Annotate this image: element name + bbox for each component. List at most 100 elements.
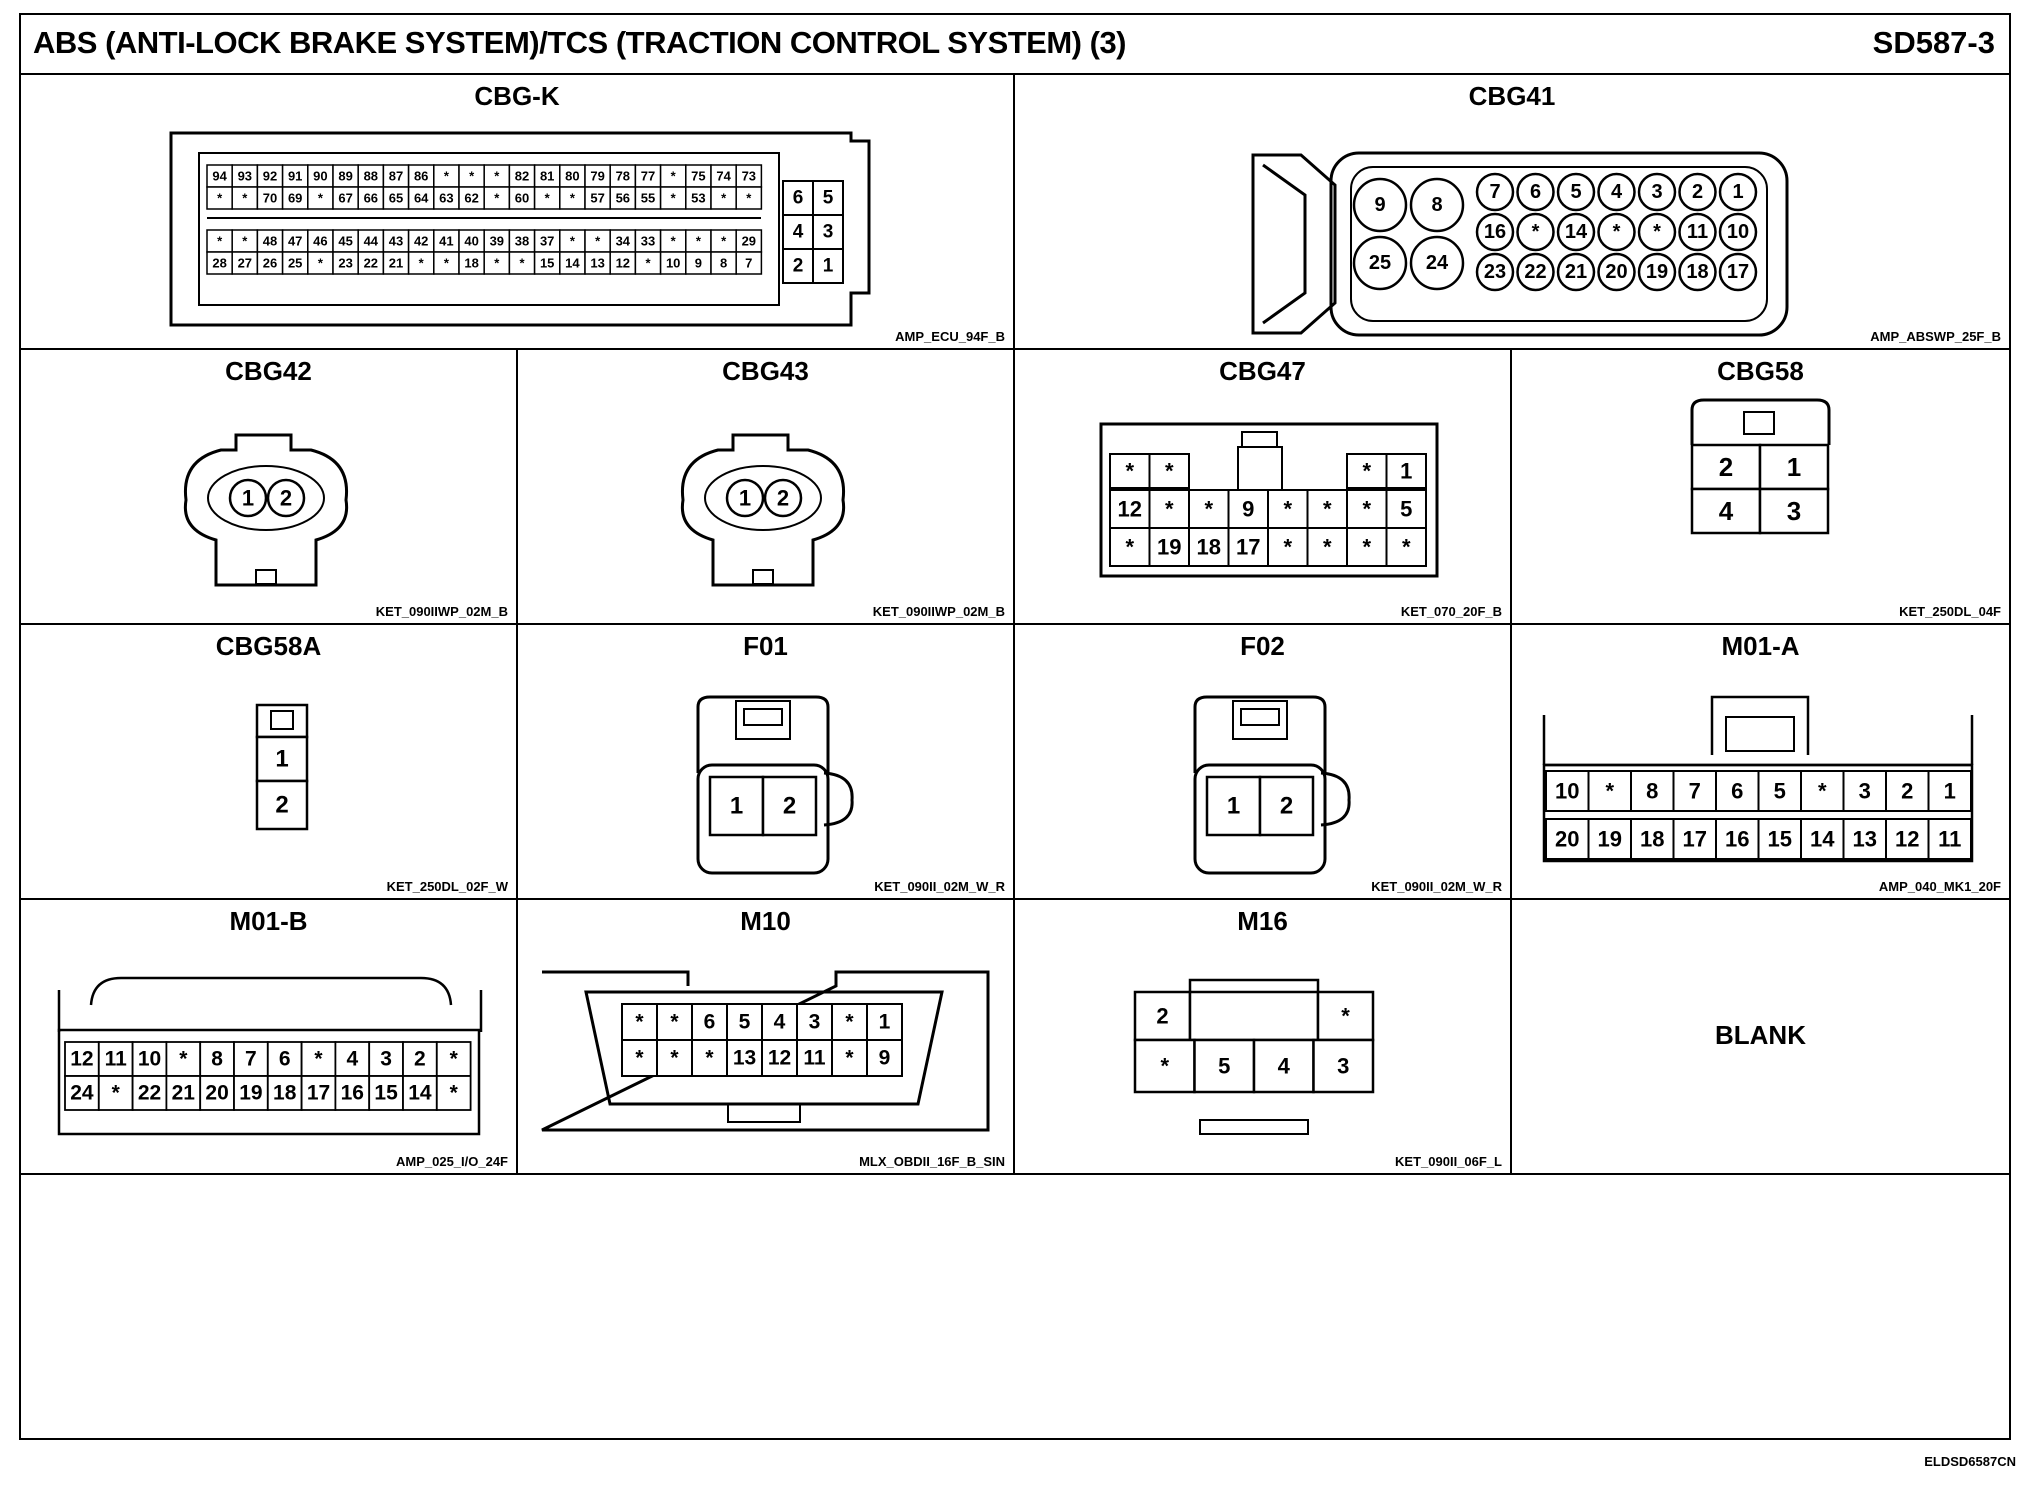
pin-cell: *: [206, 186, 233, 210]
pin-cell: 27: [231, 251, 259, 275]
pin-label: 12: [768, 1047, 791, 1070]
pin-label: 5: [1570, 181, 1581, 203]
pin-label: *: [444, 256, 450, 271]
footer-code: ELDSD6587CN: [1924, 1454, 2016, 1469]
page-title: ABS (ANTI-LOCK BRAKE SYSTEM)/TCS (TRACTI…: [33, 25, 1127, 60]
pin-cell: 19: [1587, 818, 1632, 860]
housing-inner: [584, 990, 944, 1106]
pin-cell: 2: [1133, 990, 1192, 1042]
pin-label: *: [845, 1011, 854, 1034]
pin-label: 25: [1369, 252, 1391, 274]
pin-label: 1: [242, 486, 254, 511]
pin-label: 4: [1719, 496, 1734, 526]
pin-cell: 82: [508, 164, 536, 188]
pin-cell: 25: [1352, 235, 1408, 291]
pin-cell: 74: [710, 164, 737, 188]
pin-cell: 14: [1556, 212, 1596, 252]
pin-label: 73: [742, 169, 756, 184]
pin-label: *: [1362, 535, 1371, 560]
pin-label: 34: [616, 234, 631, 249]
pin-label: 17: [1236, 535, 1260, 560]
pin-cell: 7: [1475, 172, 1515, 212]
connector-part-code: AMP_025_I/O_24F: [395, 1154, 508, 1169]
pin-label: 16: [1484, 221, 1506, 243]
pin-label: 40: [464, 234, 478, 249]
pin-cell: 28: [206, 251, 233, 275]
pin-label: 4: [774, 1011, 786, 1034]
pin-label: 79: [590, 169, 604, 184]
pin-cell: 9: [866, 1039, 903, 1077]
pin-cell: 8: [1630, 770, 1675, 812]
pin-cell: 64: [407, 186, 435, 210]
pin-label: 23: [338, 256, 352, 271]
pin-cell: 8: [710, 251, 737, 275]
pin-cell: 1: [1758, 443, 1830, 491]
pin-label: 60: [515, 191, 529, 206]
pin-cell: *: [1109, 453, 1151, 489]
pin-cell: 1: [866, 1003, 903, 1041]
pin-cell: 29: [735, 229, 763, 253]
pin-cell: *: [1637, 212, 1677, 252]
pin-cell: 87: [382, 164, 410, 188]
pin-label: 3: [809, 1011, 821, 1034]
housing-outline: [183, 433, 349, 587]
pin-label: 18: [273, 1082, 297, 1105]
pin-label: *: [1323, 497, 1332, 522]
pin-label: 2: [783, 793, 796, 820]
pin-cell: 17: [1227, 527, 1269, 567]
pin-cell: 10: [659, 251, 687, 275]
diagram-frame: ABS (ANTI-LOCK BRAKE SYSTEM)/TCS (TRACTI…: [19, 13, 2011, 1440]
pin-label: 12: [616, 256, 630, 271]
pin-label: 45: [338, 234, 352, 249]
pin-cell: *: [1385, 527, 1427, 567]
pin-label: 12: [70, 1048, 93, 1071]
pin-label: *: [570, 234, 576, 249]
pin-cell: *: [307, 186, 334, 210]
connector-name: CBG58A: [215, 631, 322, 661]
pin-label: *: [1532, 221, 1540, 243]
pin-label: 16: [1725, 827, 1749, 852]
pin-cell: *: [584, 229, 611, 253]
pin-label: 2: [777, 486, 789, 511]
pin-cell: 7: [1672, 770, 1717, 812]
pin-label: 41: [439, 234, 453, 249]
pin-label: 20: [1555, 827, 1579, 852]
pin-label: 3: [1337, 1054, 1349, 1079]
housing-outline: [696, 695, 854, 827]
pin-label: 4: [1278, 1054, 1291, 1079]
pin-label: *: [494, 169, 500, 184]
housing-outline: [541, 970, 990, 1132]
pin-cell: 40: [458, 229, 485, 253]
pin-cell: *: [433, 164, 460, 188]
pin-cell: 22: [357, 251, 385, 275]
pin-cell: 10: [1718, 212, 1758, 252]
pin-cell: *: [710, 186, 737, 210]
pin-label: 8: [1646, 779, 1658, 804]
pin-label: *: [635, 1047, 644, 1070]
pin-label: 17: [307, 1082, 330, 1105]
pin-label: 24: [70, 1082, 94, 1105]
pin-label: 43: [389, 234, 403, 249]
pin-cell: *: [458, 164, 485, 188]
connector-part-code: AMP_ECU_94F_B: [895, 329, 1005, 344]
pin-label: 81: [540, 169, 554, 184]
pin-cell: 69: [281, 186, 309, 210]
pin-label: *: [671, 169, 677, 184]
pin-cell: 16: [1715, 818, 1760, 860]
pin-cell: 60: [508, 186, 536, 210]
pin-label: 19: [1646, 261, 1668, 283]
pin-cell: *: [656, 1039, 693, 1077]
pin-cell: *: [1188, 489, 1230, 529]
connector-part-code: AMP_040_MK1_20F: [1878, 879, 2001, 894]
pin-cell: 44: [357, 229, 385, 253]
pin-label: 1: [739, 486, 751, 511]
pin-label: 69: [288, 191, 302, 206]
pin-label: 9: [695, 256, 702, 271]
pin-label: 90: [313, 169, 327, 184]
pin-label: 66: [364, 191, 378, 206]
